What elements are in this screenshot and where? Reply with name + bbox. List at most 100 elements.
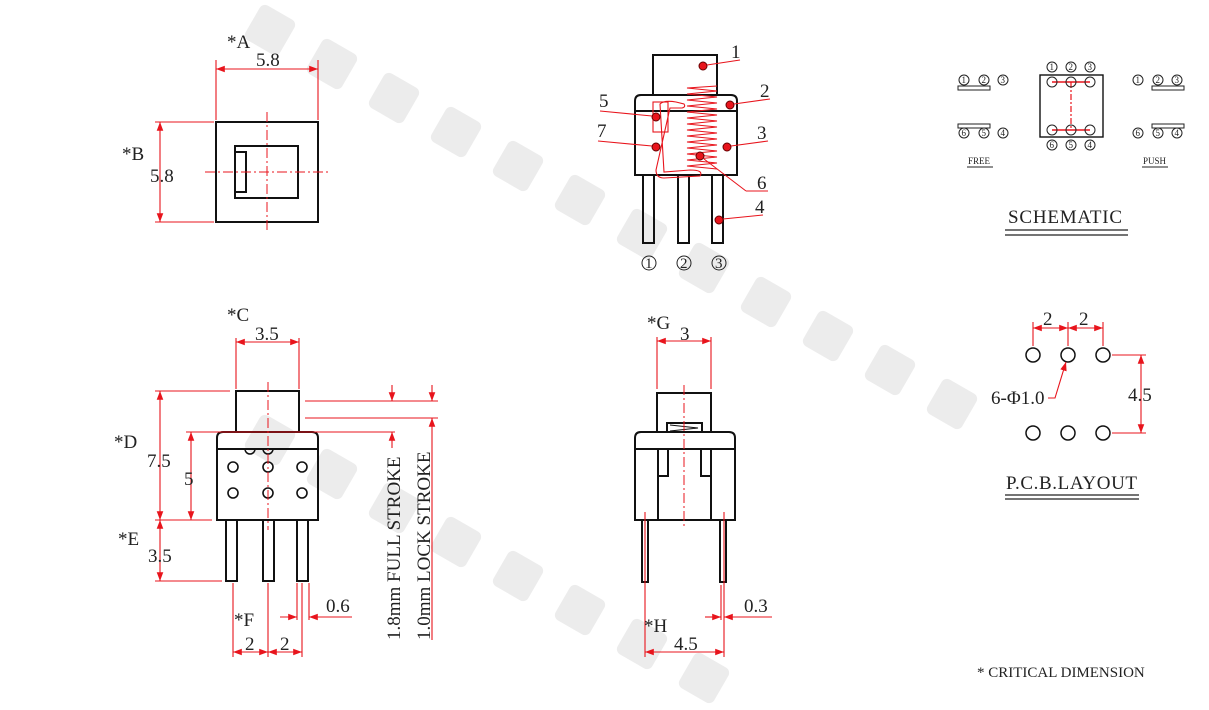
dim-h-label: *H bbox=[644, 616, 668, 637]
watermark bbox=[244, 4, 978, 704]
schematic-bottom-pin-label: 4 bbox=[1088, 140, 1093, 150]
watermark-glyph bbox=[740, 276, 792, 328]
dim-b-label: *B bbox=[122, 144, 144, 165]
free-pin-label: 6 bbox=[962, 128, 967, 138]
schematic-bottom-pin-circle bbox=[1084, 139, 1096, 151]
pcb-layout: 2 2 4.5 6-Φ1.0 P.C.B.LAYOUT bbox=[991, 309, 1152, 500]
side-pin-width-value: 0.3 bbox=[744, 596, 768, 617]
critical-dimension-note: * CRITICAL DIMENSION bbox=[977, 665, 1145, 681]
schematic-labels: FREE PUSH SCHEMATIC bbox=[967, 156, 1168, 236]
pcb-title: P.C.B.LAYOUT bbox=[1006, 473, 1137, 494]
push-contact-top bbox=[1151, 85, 1185, 91]
front-view: *C 3.5 *D 7.5 5 *E 3.5 *F 2 2 0.6 1.8mm … bbox=[114, 305, 438, 657]
top-view: *A 5.8 *B 5.8 bbox=[122, 32, 330, 232]
watermark-glyph bbox=[368, 482, 420, 534]
schematic-inner-top-pin-circle bbox=[1046, 76, 1058, 88]
pin-2-label: 2 bbox=[680, 256, 688, 272]
schematic-inner-top-pin-circle bbox=[1084, 76, 1096, 88]
pin-numbers: 1 2 3 bbox=[641, 255, 727, 272]
watermark-glyph bbox=[678, 242, 730, 294]
callout-5: 5 bbox=[599, 91, 609, 112]
schematic-top-pin-label: 2 bbox=[1069, 62, 1074, 72]
watermark-glyph bbox=[554, 584, 606, 636]
schematic-top-pin-circle bbox=[1084, 61, 1096, 73]
dim-body-value: 5 bbox=[184, 469, 194, 490]
schematic-center-box bbox=[1039, 74, 1104, 138]
push-pin-circle bbox=[1171, 74, 1183, 86]
push-pin-label: 2 bbox=[1156, 75, 1161, 85]
free-pin-label: 2 bbox=[982, 75, 987, 85]
dim-c-value: 3.5 bbox=[255, 324, 279, 345]
schematic-bottom-pin-circle bbox=[1046, 139, 1058, 151]
dim-a-value: 5.8 bbox=[256, 50, 280, 71]
pin-width-value: 0.6 bbox=[326, 596, 350, 617]
free-contact-top bbox=[957, 85, 991, 91]
dim-d-label: *D bbox=[114, 432, 137, 453]
schematic-top-pin-label: 3 bbox=[1088, 62, 1093, 72]
watermark-glyph bbox=[306, 448, 358, 500]
free-pin-label: 1 bbox=[962, 75, 967, 85]
schematic-top-pin-label: 1 bbox=[1050, 62, 1055, 72]
free-pin-circle bbox=[958, 127, 970, 139]
callout-3: 3 bbox=[757, 123, 767, 144]
watermark-glyph bbox=[678, 652, 730, 704]
lock-stroke-label: 1.0mm LOCK STROKE bbox=[414, 452, 435, 640]
schematic-bottom-pin-label: 5 bbox=[1069, 140, 1074, 150]
dim-c-label: *C bbox=[227, 305, 249, 326]
schematic-inner-bottom-pin-circle bbox=[1046, 124, 1058, 136]
schematic-top-pin-circle bbox=[1065, 61, 1077, 73]
pcb-pitch-1: 2 bbox=[1043, 309, 1053, 330]
dim-d-value: 7.5 bbox=[147, 451, 171, 472]
pcb-row-spacing: 4.5 bbox=[1128, 385, 1152, 406]
schematic-inner-bottom-pin-circle bbox=[1065, 124, 1077, 136]
push-contact-bottom bbox=[1151, 123, 1185, 129]
dim-e-label: *E bbox=[118, 529, 139, 550]
free-pin-label: 4 bbox=[1001, 128, 1006, 138]
schematic-bottom-pin-label: 6 bbox=[1050, 140, 1055, 150]
dim-f-label: *F bbox=[234, 610, 254, 631]
watermark-glyph bbox=[926, 378, 978, 430]
push-pin-circle bbox=[1171, 127, 1183, 139]
push-pin-label: 5 bbox=[1156, 128, 1161, 138]
watermark-glyph bbox=[802, 310, 854, 362]
free-pin-circle bbox=[997, 74, 1009, 86]
pin-1-label: 1 bbox=[645, 256, 653, 272]
dim-g-label: *G bbox=[647, 313, 671, 334]
schematic-inner-top-pin-circle bbox=[1065, 76, 1077, 88]
free-pin-label: 5 bbox=[982, 128, 987, 138]
full-stroke-label: 1.8mm FULL STROKE bbox=[384, 457, 405, 641]
free-pin-circle bbox=[997, 127, 1009, 139]
push-pin-circle bbox=[1152, 127, 1164, 139]
push-pin-label: 3 bbox=[1175, 75, 1180, 85]
push-pin-label: 4 bbox=[1175, 128, 1180, 138]
dim-f-value-1: 2 bbox=[245, 634, 255, 655]
free-pin-circle bbox=[978, 127, 990, 139]
dim-h-value: 4.5 bbox=[674, 634, 698, 655]
section-view: 1 2 3 4 5 6 7 1 2 3 bbox=[597, 42, 771, 272]
schematic-inner-bottom-pin-circle bbox=[1084, 124, 1096, 136]
callout-4: 4 bbox=[755, 197, 765, 218]
watermark-glyph bbox=[864, 344, 916, 396]
pcb-pitch-2: 2 bbox=[1079, 309, 1089, 330]
pcb-holes: 6-Φ1.0 bbox=[991, 388, 1044, 409]
callout-7: 7 bbox=[597, 121, 607, 142]
schematic-top-pin-circle bbox=[1046, 61, 1058, 73]
watermark-glyph bbox=[244, 4, 296, 56]
free-pin-circle bbox=[978, 74, 990, 86]
watermark-glyph bbox=[368, 72, 420, 124]
push-pin-circle bbox=[1132, 127, 1144, 139]
watermark-glyph bbox=[306, 38, 358, 90]
dim-a-label: *A bbox=[227, 32, 251, 53]
watermark-glyph bbox=[430, 106, 482, 158]
callout-markers bbox=[597, 59, 771, 225]
push-pin-circle bbox=[1152, 74, 1164, 86]
dim-e-value: 3.5 bbox=[148, 546, 172, 567]
free-pin-label: 3 bbox=[1001, 75, 1006, 85]
free-contact-bottom bbox=[957, 123, 991, 129]
watermark-glyph bbox=[430, 516, 482, 568]
side-view: *G 3 *H 4.5 0.3 bbox=[634, 313, 772, 657]
schematic-push-label: PUSH bbox=[1143, 156, 1167, 166]
